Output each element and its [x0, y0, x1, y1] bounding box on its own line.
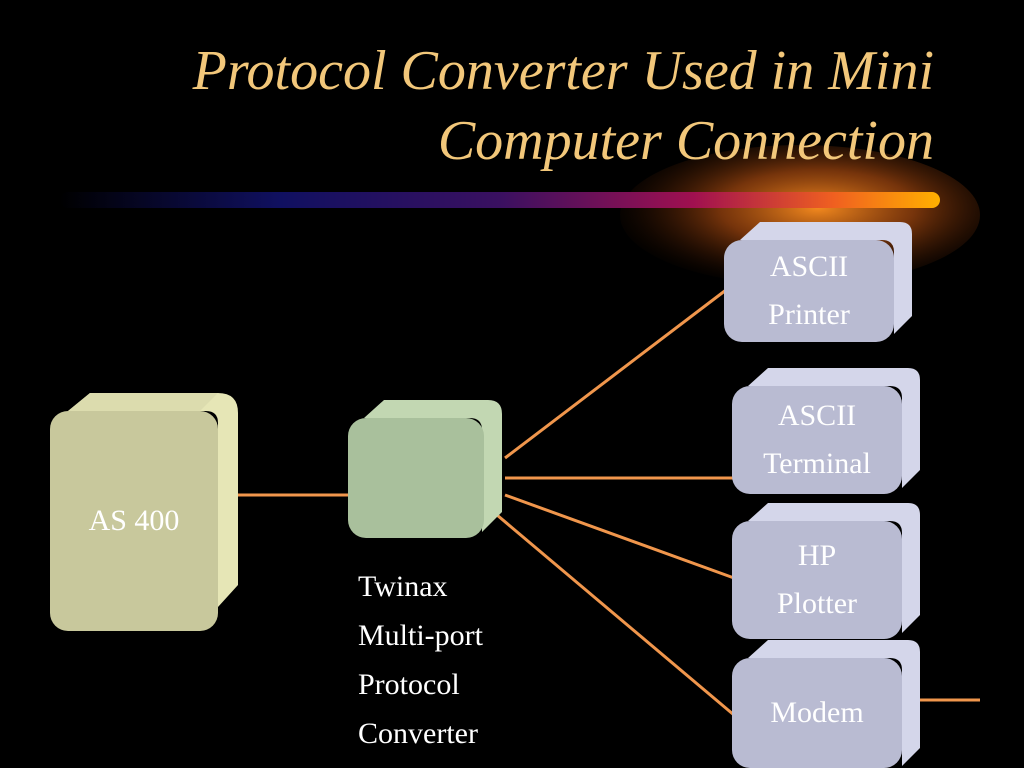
hp-plotter-line-2: Plotter	[777, 587, 857, 620]
title-line-1: Protocol Converter Used in Mini	[192, 40, 934, 102]
hp-plotter-box: HP Plotter	[732, 503, 922, 641]
title-line-2: Computer Connection	[437, 110, 934, 172]
link-converter-plotter	[504, 493, 735, 580]
as400-box: AS 400	[50, 393, 240, 631]
ascii-printer-line-2: Printer	[768, 298, 850, 331]
caption-line-1: Twinax	[358, 570, 448, 603]
modem-box: Modem	[732, 640, 922, 768]
modem-label: Modem	[770, 696, 864, 729]
link-converter-modem	[496, 513, 735, 717]
as400-label: AS 400	[88, 504, 180, 537]
hp-plotter-line-1: HP	[797, 539, 837, 572]
caption-line-4: Converter	[358, 717, 478, 750]
link-converter-printer	[504, 288, 727, 460]
ascii-terminal-box: ASCII Terminal	[732, 368, 922, 496]
converter-caption: Twinax Multi-port Protocol Converter	[358, 562, 483, 758]
ascii-terminal-line-1: ASCII	[777, 399, 857, 432]
caption-line-3: Protocol	[358, 668, 460, 701]
caption-line-2: Multi-port	[358, 619, 483, 652]
ascii-printer-line-1: ASCII	[769, 250, 849, 283]
slide-title: Protocol Converter Used in Mini Computer…	[34, 36, 934, 176]
protocol-converter-box	[348, 400, 504, 538]
ascii-printer-box: ASCII Printer	[724, 222, 914, 342]
ascii-terminal-line-2: Terminal	[763, 447, 871, 480]
